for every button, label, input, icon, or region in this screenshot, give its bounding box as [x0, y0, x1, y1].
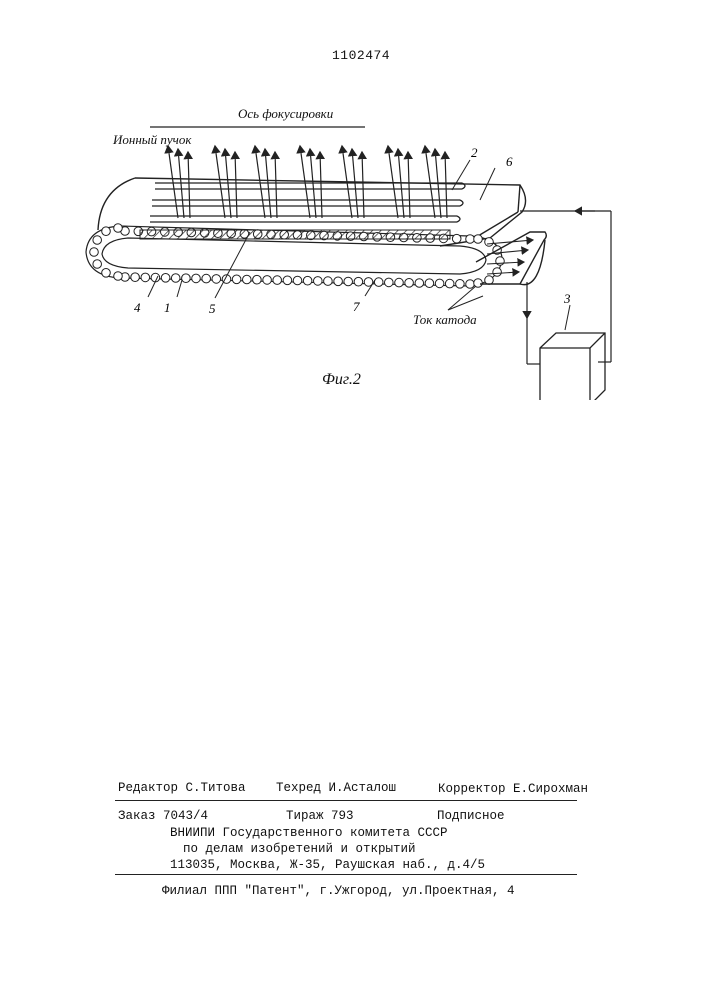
ion-beam-arrow	[168, 146, 178, 218]
belt-bead	[253, 275, 262, 284]
belt-bead	[354, 277, 363, 286]
belt-bead	[293, 276, 302, 285]
belt-bead	[466, 280, 475, 289]
belt-bead	[452, 234, 461, 243]
belt-bead	[212, 275, 221, 284]
organization-address: 113035, Москва, Ж-35, Раушская наб., д.4…	[170, 858, 485, 872]
part-number-2: 2	[471, 145, 478, 160]
ion-beam-arrow	[275, 152, 277, 218]
ion-beam-arrow	[408, 152, 410, 218]
belt-bead	[102, 227, 111, 236]
techred-credit: Техред И.Асталош	[276, 781, 396, 795]
belt-bead	[445, 279, 454, 288]
power-supply-box	[540, 333, 605, 400]
figure-caption: Фиг.2	[322, 371, 361, 389]
belt-bead	[334, 277, 343, 286]
editor-credit: Редактор С.Титова	[118, 781, 246, 795]
branch-address: Филиал ППП "Патент", г.Ужгород, ул.Проек…	[162, 884, 515, 898]
organization-line-2: по делам изобретений и открытий	[183, 842, 416, 856]
ion-beam-arrow	[188, 152, 190, 218]
belt-bead	[171, 274, 180, 283]
belt-bead	[474, 235, 483, 244]
ion-beam-arrow	[320, 152, 322, 218]
organization-line-1: ВНИИПИ Государственного комитета СССР	[170, 826, 448, 840]
ion-beam-label: Ионный пучок	[113, 132, 191, 148]
belt-bead	[182, 274, 191, 283]
figure-2-diagram: 2 6 3 4 1 5 7	[0, 0, 707, 400]
part-number-1: 1	[164, 300, 171, 315]
part-number-4: 4	[134, 300, 141, 315]
part-number-7: 7	[353, 299, 360, 314]
part-number-3: 3	[563, 291, 571, 306]
belt-bead	[303, 276, 312, 285]
belt-bead	[385, 278, 394, 287]
belt-bead	[114, 272, 123, 281]
belt-bead	[485, 238, 494, 247]
ion-beam-arrow	[425, 146, 435, 218]
belt-bead	[415, 279, 424, 288]
belt-bead	[425, 279, 434, 288]
subscription: Подписное	[437, 809, 505, 823]
ion-beam-arrow	[445, 152, 447, 218]
belt-bead	[102, 269, 111, 278]
ion-beam-arrow	[215, 146, 225, 218]
belt-bead	[202, 274, 211, 283]
belt-bead	[395, 278, 404, 287]
belt-bead	[273, 276, 282, 285]
belt-bead	[131, 273, 140, 282]
belt-bead	[161, 274, 170, 283]
cathode-current-label: Ток катода	[413, 312, 477, 328]
belt-bead	[314, 277, 323, 286]
belt-bead	[232, 275, 241, 284]
belt-bead	[344, 277, 353, 286]
ion-beam-arrows	[168, 146, 447, 218]
footer-rule-top	[115, 800, 577, 801]
belt-bead	[283, 276, 292, 285]
belt-bead	[474, 279, 483, 288]
belt-bead	[90, 248, 99, 257]
belt-bead	[141, 273, 150, 282]
belt-bead	[374, 278, 383, 287]
hatched-emitter	[140, 230, 450, 239]
circulation: Тираж 793	[286, 809, 354, 823]
belt-bead	[93, 260, 102, 269]
belt-bead	[263, 276, 272, 285]
part-number-5: 5	[209, 301, 216, 316]
corrector-credit: Корректор Е.Сирохман	[438, 782, 588, 796]
ion-beam-arrow	[362, 152, 364, 218]
focus-axis-label: Ось фокусировки	[238, 106, 333, 122]
belt-bead	[456, 280, 465, 289]
belt-bead	[93, 236, 102, 245]
belt-bead	[405, 279, 414, 288]
belt-bead	[466, 235, 475, 244]
belt-bead	[435, 279, 444, 288]
part-number-6: 6	[506, 154, 513, 169]
belt-bead	[493, 268, 502, 277]
belt-bead	[485, 276, 494, 285]
belt-bead	[114, 224, 123, 233]
belt-bead	[192, 274, 201, 283]
ion-beam-arrow	[300, 146, 310, 218]
footer-rule-bottom	[115, 874, 577, 875]
belt-bead	[324, 277, 333, 286]
ion-beam-arrow	[235, 152, 237, 218]
belt-bead	[243, 275, 252, 284]
ion-beam-arrow	[255, 146, 265, 218]
order-number: Заказ 7043/4	[118, 809, 208, 823]
